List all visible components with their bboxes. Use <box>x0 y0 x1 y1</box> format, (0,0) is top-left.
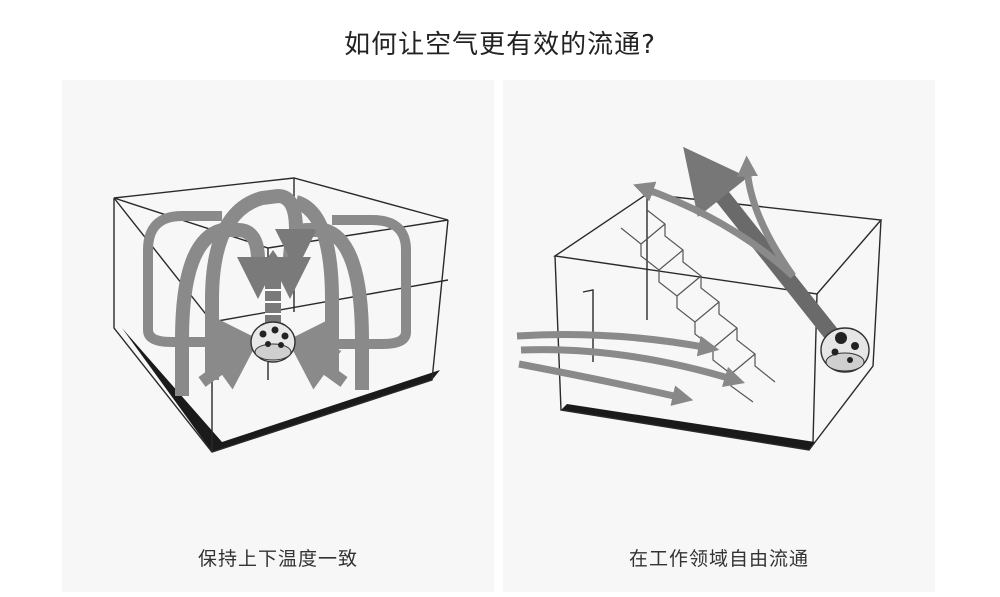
fan-device-icon <box>820 327 870 373</box>
panel-workspace: 在工作领域自由流通 <box>503 80 935 592</box>
incoming-airflow-arrows <box>516 331 746 406</box>
circulation-arrows <box>143 188 411 396</box>
staircase-airflow-icon <box>516 146 883 451</box>
upward-airflow-arrows <box>633 155 796 279</box>
panel-caption: 保持上下温度一致 <box>197 548 358 570</box>
inflow-arrows <box>198 318 348 390</box>
panel-caption: 在工作领域自由流通 <box>628 548 809 570</box>
floor-shadow <box>561 404 815 450</box>
room-box-edges <box>553 193 883 451</box>
center-up-arrow <box>254 250 292 332</box>
fan-device-icon <box>250 321 296 363</box>
floor-shadow <box>122 328 440 452</box>
page-title: 如何让空气更有效的流通? <box>344 30 656 60</box>
room-circulation-icon <box>113 177 449 453</box>
panel-temperature: 保持上下温度一致 <box>62 80 494 592</box>
